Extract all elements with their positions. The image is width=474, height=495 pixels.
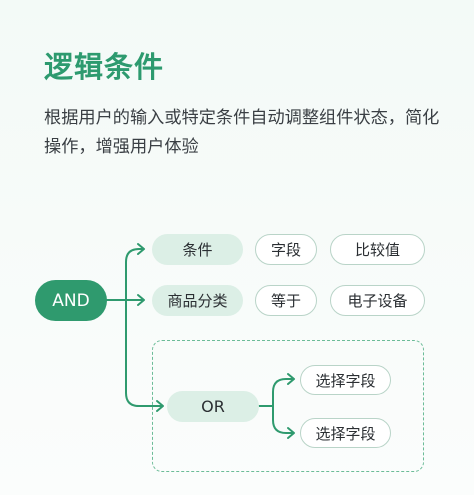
arrow-head-condition-2 — [137, 294, 145, 306]
or-group-container — [152, 340, 424, 472]
arrow-head-or-child-2 — [287, 427, 295, 439]
and-operator-node[interactable]: AND — [35, 280, 107, 321]
condition-2-value[interactable]: 电子设备 — [330, 285, 425, 316]
or-operator-node[interactable]: OR — [167, 391, 259, 422]
condition-1-field[interactable]: 条件 — [152, 234, 243, 265]
branch-connector-condition-1 — [125, 248, 144, 301]
page-description: 根据用户的输入或特定条件自动调整组件状态，简化操作，增强用户体验 — [44, 108, 440, 157]
or-branch-connector-1 — [272, 378, 294, 407]
or-child-2-field-select[interactable]: 选择字段 — [300, 418, 391, 448]
arrow-head-condition-1 — [137, 243, 145, 255]
page-title: 逻辑条件 — [44, 50, 165, 84]
or-branch-connector-2 — [272, 405, 294, 434]
arrow-head-or — [156, 400, 164, 412]
condition-1-value[interactable]: 比较值 — [330, 234, 425, 265]
condition-2-operator[interactable]: 等于 — [255, 285, 317, 316]
condition-1-operator[interactable]: 字段 — [255, 234, 317, 265]
arrow-head-or-child-1 — [287, 373, 295, 385]
branch-connector-or — [125, 299, 163, 407]
or-child-1-field-select[interactable]: 选择字段 — [300, 365, 391, 395]
condition-2-field[interactable]: 商品分类 — [152, 285, 243, 316]
